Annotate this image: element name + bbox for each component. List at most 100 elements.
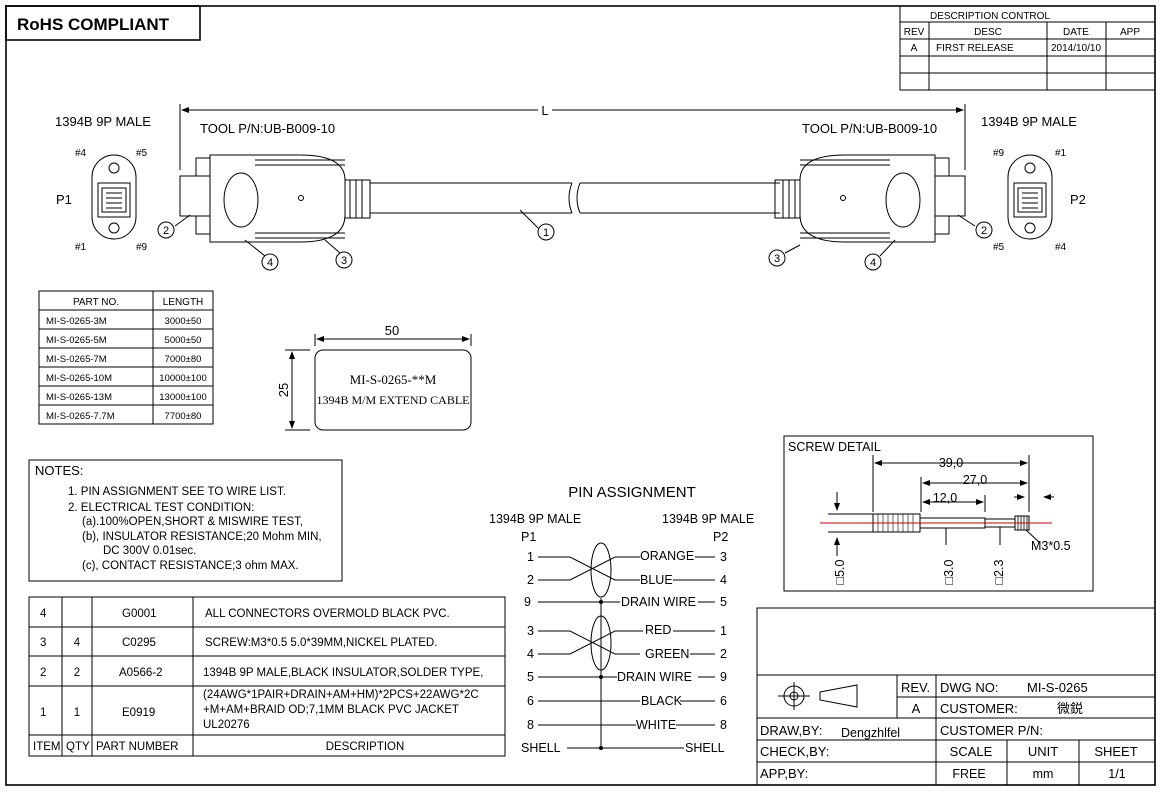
- pin-label: #1: [1055, 148, 1067, 159]
- unit-label: UNIT: [1028, 744, 1058, 759]
- dwg-no-label: DWG NO:: [940, 680, 999, 695]
- part-no-cell: MI-S-0265-7.7M: [46, 411, 115, 422]
- bom-part: E0919: [122, 707, 155, 719]
- screw-head-size: □5.0: [833, 559, 847, 584]
- title-block: REV. A DWG NO: MI-S-0265 CUSTOMER: 微鋭 DR…: [756, 607, 1156, 786]
- svg-text:3: 3: [341, 255, 347, 267]
- pin-left-number: 1: [527, 550, 534, 564]
- bom-header: DESCRIPTION: [326, 741, 405, 753]
- scale-value: FREE: [952, 767, 985, 781]
- bom-part: C0295: [122, 637, 156, 649]
- customer-pn-label: CUSTOMER P/N:: [940, 723, 1043, 738]
- wire-color-label: BLUE: [640, 573, 673, 587]
- balloon-3-left: 3: [324, 239, 353, 269]
- length-cell: 13000±100: [159, 392, 206, 403]
- length-dimension: L: [541, 103, 548, 118]
- pin-left-number: 5: [527, 670, 534, 684]
- bom-desc: +M+AM+BRAID OD;7,1MM BLACK PVC JACKET: [203, 704, 459, 716]
- sheet-label: SHEET: [1094, 744, 1137, 759]
- pin-assignment: PIN ASSIGNMENT 1394B 9P MALE 1394B 9P MA…: [489, 484, 754, 755]
- bom-desc: UL20276: [203, 719, 250, 731]
- part-no-cell: MI-S-0265-3M: [46, 316, 107, 327]
- p2-end-view: P2 #9 #1 #5 #4: [993, 148, 1086, 253]
- bom-item: 3: [40, 637, 46, 649]
- pin-label: #9: [136, 242, 148, 253]
- pin-right-number: 9: [720, 670, 727, 684]
- bom-qty: 2: [74, 667, 80, 679]
- wire-color-label: DRAIN WIRE: [621, 595, 696, 609]
- part-no-cell: MI-S-0265-7M: [46, 354, 107, 365]
- length-cell: 5000±50: [165, 335, 202, 346]
- pin-left-number: 3: [527, 624, 534, 638]
- part-no-cell: MI-S-0265-10M: [46, 373, 112, 384]
- svg-text:3: 3: [774, 253, 780, 265]
- wire-color-label: ORANGE: [640, 549, 694, 563]
- screw-total-length: 39,0: [939, 456, 963, 470]
- dwg-no-value: MI-S-0265: [1027, 680, 1088, 695]
- pin-right-number: 3: [720, 550, 727, 564]
- sheet-border: [5, 5, 1156, 786]
- cable-label-drawing: 50 25 MI-S-0265-**M 1394B M/M EXTEND CAB…: [276, 323, 472, 431]
- pin-label: #4: [75, 148, 87, 159]
- notes-title: NOTES:: [35, 463, 83, 478]
- bom-header: ITEM: [33, 741, 60, 753]
- pin-right-number: 4: [720, 573, 727, 587]
- balloon-2-left: 2: [157, 214, 191, 239]
- revision-header-app: APP: [1120, 27, 1140, 38]
- balloon-2-right: 2: [957, 214, 993, 239]
- cable-jacket: [370, 182, 780, 214]
- pin-right-number: 5: [720, 595, 727, 609]
- balloon-3-right: 3: [768, 244, 801, 267]
- pin-label: #5: [993, 242, 1005, 253]
- length-cell: 10000±100: [159, 373, 206, 384]
- notes-box: NOTES: 1. PIN ASSIGNMENT SEE TO WIRE LIS…: [28, 459, 343, 582]
- bom-desc: (24AWG*1PAIR+DRAIN+AM+HM)*2PCS+22AWG*2C: [203, 689, 479, 701]
- balloon-4-right: 4: [864, 239, 896, 271]
- bom-part: A0566-2: [119, 667, 162, 679]
- app-by-label: APP,BY:: [760, 766, 808, 781]
- bom-table: 4 G0001 ALL CONNECTORS OVERMOLD BLACK PV…: [28, 596, 506, 757]
- pin-p1-label: P1: [521, 530, 536, 544]
- revision-cell: FIRST RELEASE: [936, 43, 1014, 54]
- cable-assembly: L 1394B 9P MALE 1394B 9P MALE TOOL P/N:U…: [55, 103, 1086, 271]
- screw-shaft-size: □3.0: [942, 559, 956, 584]
- screw-thread-spec: M3*0.5: [1031, 539, 1071, 553]
- note-line: 2. ELECTRICAL TEST CONDITION:: [68, 502, 254, 514]
- projection-symbol-icon: [778, 682, 858, 710]
- label-width-dim: 50: [385, 323, 399, 338]
- scale-label: SCALE: [950, 744, 993, 759]
- left-tool-pn: TOOL P/N:UB-B009-10: [200, 121, 335, 136]
- pin-left-number: 4: [527, 647, 534, 661]
- revision-cell: A: [911, 43, 918, 54]
- part-no-cell: MI-S-0265-13M: [46, 392, 112, 403]
- customer-label: CUSTOMER:: [940, 701, 1018, 716]
- note-line: (b), INSULATOR RESISTANCE;20 Mohm MIN,: [82, 531, 322, 543]
- right-connector-body: [774, 154, 966, 243]
- bom-item: 2: [40, 667, 46, 679]
- bom-desc: ALL CONNECTORS OVERMOLD BLACK PVC.: [205, 608, 450, 620]
- check-by-label: CHECK,BY:: [760, 744, 829, 759]
- revision-header-date: DATE: [1063, 27, 1089, 38]
- shell-left: SHELL: [521, 741, 561, 755]
- unit-value: mm: [1033, 767, 1054, 781]
- screw-shaft-length: 27,0: [963, 473, 987, 487]
- pin-left-number: 6: [527, 694, 534, 708]
- pin-label: #9: [993, 148, 1005, 159]
- bom-header: QTY: [66, 741, 90, 753]
- length-cell: 7700±80: [165, 411, 202, 422]
- pin-right-number: 6: [720, 694, 727, 708]
- note-line: (a).100%OPEN,SHORT & MISWIRE TEST,: [82, 516, 303, 528]
- wire-color-label: DRAIN WIRE: [617, 670, 692, 684]
- svg-text:1: 1: [543, 227, 549, 239]
- revision-title: DESCRIPTION CONTROL: [930, 11, 1050, 22]
- note-line: 1. PIN ASSIGNMENT SEE TO WIRE LIST.: [68, 486, 286, 498]
- pin-left-number: 9: [524, 595, 531, 609]
- note-line: DC 300V 0.01sec.: [103, 545, 196, 557]
- pin-left-number: 2: [527, 573, 534, 587]
- label-line-2: 1394B M/M EXTEND CABLE: [317, 393, 470, 407]
- note-line: (c), CONTACT RESISTANCE;3 ohm MAX.: [82, 560, 299, 572]
- revision-header-desc: DESC: [974, 27, 1002, 38]
- revision-table: DESCRIPTION CONTROL REV DESC DATE APP A …: [899, 5, 1156, 91]
- sheet-value: 1/1: [1108, 767, 1125, 781]
